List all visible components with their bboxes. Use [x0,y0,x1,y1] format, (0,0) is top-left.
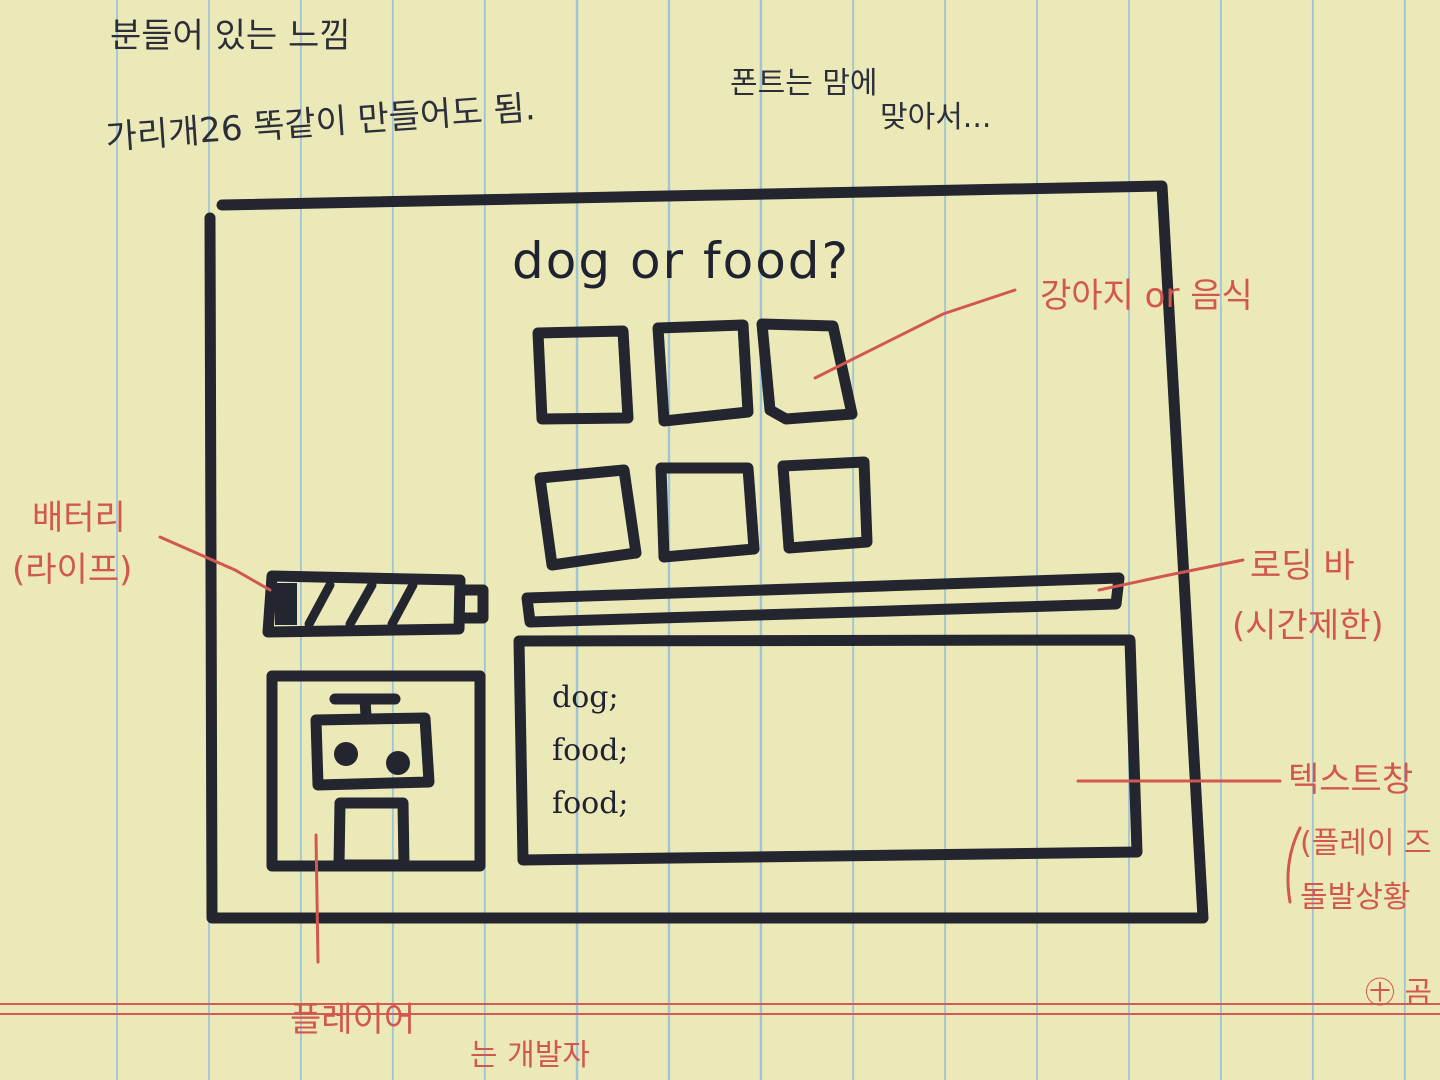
annotation-loading-sub: (시간제한) [1232,606,1384,646]
tile-4 [534,464,642,571]
red-rule-top [0,1003,1440,1005]
annotation-developer: 는 개발자 [470,1038,590,1073]
annotation-text-window-sub2: 돌발상황 [1300,880,1411,915]
game-title: dog or food? [512,232,851,290]
robot-head [310,712,435,791]
battery-tip [456,584,489,624]
robot-body [333,797,410,871]
battery-stripe-1 [304,580,335,629]
leader-battery [158,535,272,592]
tile-3 [756,318,858,425]
loading-bar [521,572,1125,628]
text-window [513,634,1143,866]
annotation-loading: 로딩 바 [1250,546,1355,586]
leader-tiles [813,288,1017,380]
font-note-2: 맞아서... [880,100,992,135]
leader-loading [1097,558,1245,592]
battery-stripe-2 [345,580,377,629]
note-line-1: 분들어 있는 느낌 [110,16,351,56]
tile-2 [652,319,754,427]
annotation-text-window: 텍스트창 [1288,760,1414,800]
chat-line-2: food; [552,733,629,768]
player-box [266,670,486,872]
annotation-player: 플레이어 [290,1000,416,1040]
annotation-battery: 배터리 [32,498,126,538]
font-note-1: 폰트는 맘에 [730,66,878,101]
tile-5 [655,462,760,563]
window-frame [204,180,1209,924]
red-rule-bottom [0,1013,1440,1015]
chat-line-3: food; [552,786,629,821]
leader-player [314,833,320,964]
annotation-corner: ㊉ 곰 [1365,976,1433,1011]
battery-body [262,570,466,638]
chat-line-1: dog; [552,680,619,715]
bracket-text [1286,826,1302,904]
robot-antenna [329,693,401,722]
annotation-tiles: 강아지 or 음식 [1040,276,1253,316]
battery-stripe-3 [387,580,418,629]
battery-filled-segment [275,583,297,625]
annotation-battery-sub: (라이프) [12,550,133,590]
robot-eye-right [386,751,410,775]
tile-6 [777,456,873,554]
robot-eye-left [334,742,358,766]
annotation-text-window-sub: (플레이 즈 [1300,826,1432,861]
tile-1 [532,325,634,425]
